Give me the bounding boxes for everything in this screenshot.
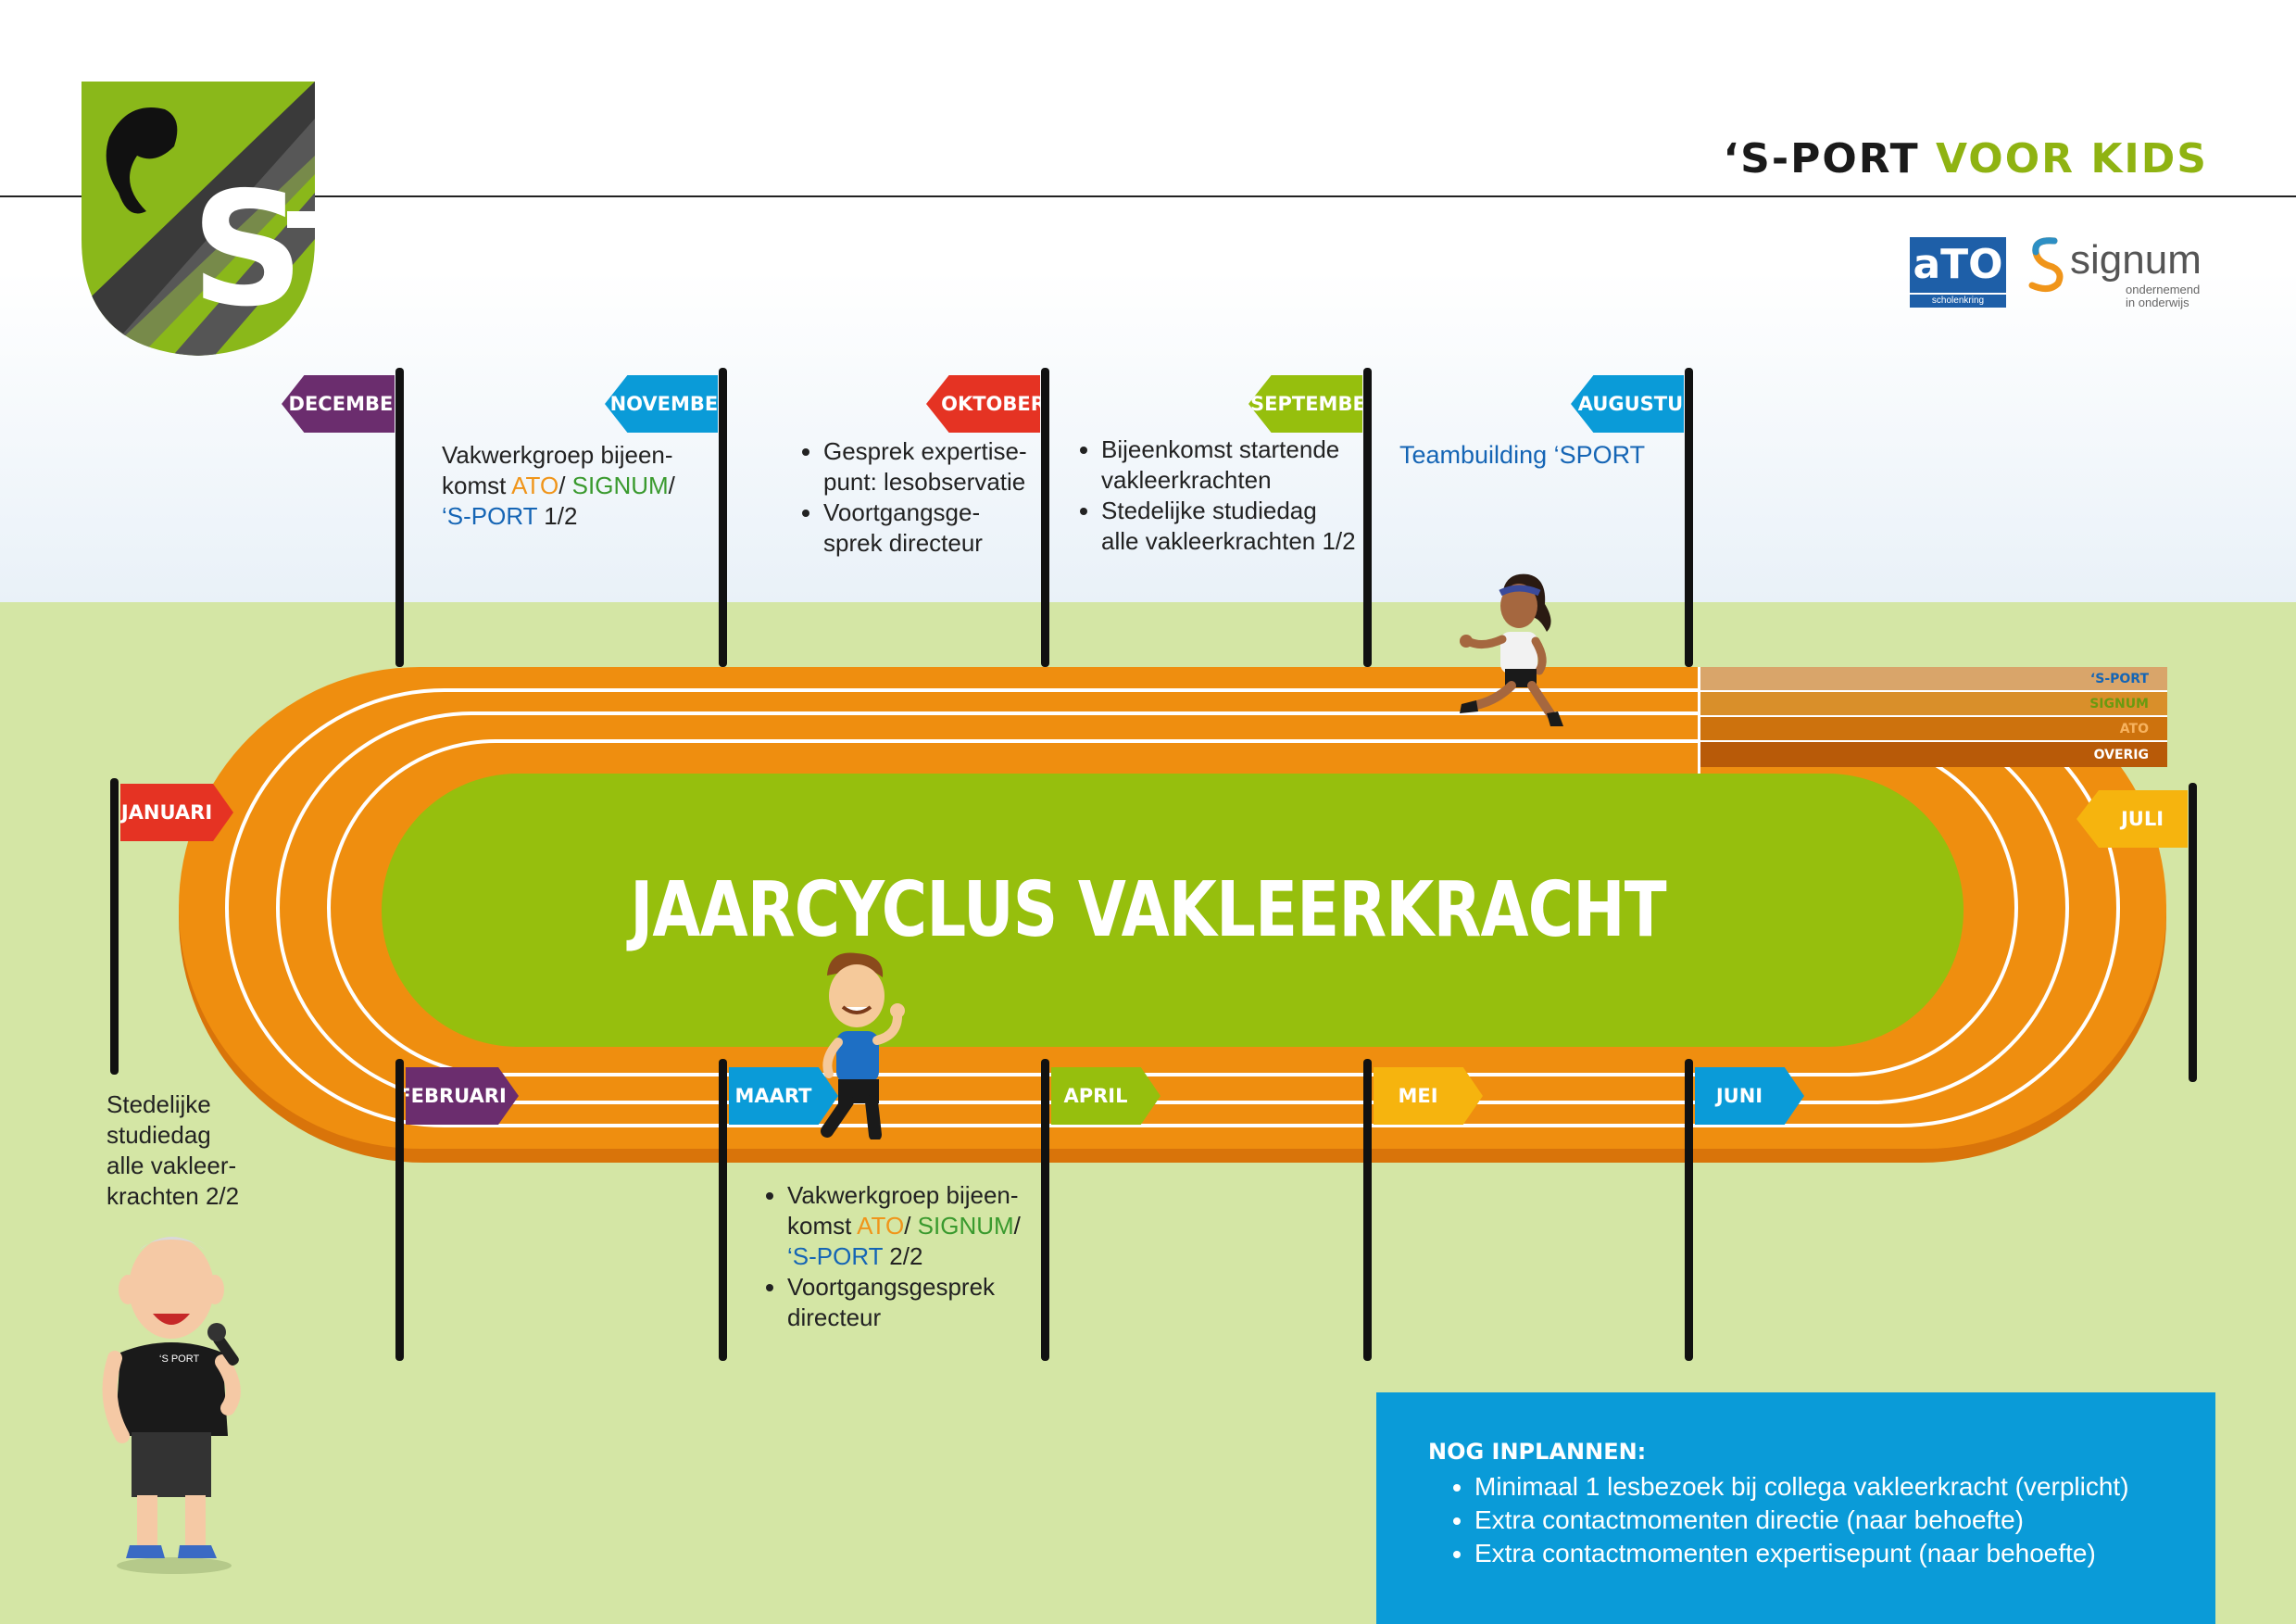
coach-illustration: ‘S PORT	[102, 1237, 241, 1574]
infield	[382, 774, 1964, 1047]
to-schedule-box: NOG INPLANNEN: Minimaal 1 lesbezoek bij …	[1376, 1392, 2215, 1624]
note-oktober-item: Voortgangsge-sprek directeur	[823, 497, 1044, 559]
pole-augustus	[1685, 368, 1693, 667]
pole-maart	[719, 1059, 727, 1361]
flag-november: NOVEMBER	[605, 375, 718, 433]
to-schedule-item: Extra contactmomenten directie (naar beh…	[1474, 1504, 2178, 1537]
legend-overig: OVERIG	[1700, 742, 2167, 767]
flag-april: APRIL	[1051, 1067, 1161, 1125]
note-januari: Stedelijke studiedag alle vakleer- krach…	[107, 1090, 240, 1210]
flag-maart: MAART	[729, 1067, 838, 1125]
flag-juni: JUNI	[1695, 1067, 1804, 1125]
to-schedule-item: Minimaal 1 lesbezoek bij collega vakleer…	[1474, 1470, 2178, 1504]
flag-augustus: AUGUSTUS	[1571, 375, 1684, 433]
lane-line-2	[276, 711, 2069, 1104]
ato-logo: aTO scholenkring	[1910, 237, 2006, 308]
note-oktober: Gesprek expertise-punt: lesobservatie Vo…	[794, 436, 1044, 559]
pole-december	[395, 368, 404, 667]
dragon-icon	[106, 107, 178, 214]
note-maart-item: Vakwerkgroep bijeen-komst ATO/ SIGNUM/‘S…	[787, 1180, 1054, 1272]
flag-januari: JANUARI	[120, 784, 233, 841]
flag-september: SEPTEMBER	[1248, 375, 1362, 433]
pole-november	[719, 368, 727, 667]
signum-s-icon	[2028, 237, 2064, 292]
svg-text:S: S	[191, 158, 304, 342]
note-oktober-item: Gesprek expertise-punt: lesobservatie	[823, 436, 1044, 497]
legend-ato: ATO	[1700, 717, 2167, 742]
main-title: JAARCYCLUS VAKLEERKRACHT	[630, 866, 1666, 954]
brand-title: ‘S-PORT VOOR KIDS	[1723, 135, 2208, 183]
to-schedule-item: Extra contactmomenten expertisepunt (naa…	[1474, 1537, 2178, 1570]
to-schedule-title: NOG INPLANNEN:	[1428, 1439, 1647, 1465]
flag-februari: FEBRUARI	[406, 1067, 519, 1125]
note-augustus: Teambuilding ‘SPORT	[1399, 441, 1646, 469]
runner-boy-illustration	[821, 952, 905, 1139]
header-divider	[0, 195, 2296, 197]
sport-crest-logo: S	[82, 82, 315, 356]
note-november: Vakwerkgroep bijeen- komst ATO/ SIGNUM/ …	[442, 441, 675, 530]
start-line	[1698, 667, 1700, 774]
lane-line-1	[225, 688, 2120, 1127]
signum-wordmark: signum	[2070, 237, 2202, 283]
legend-sport: ‘S-PORT	[1700, 667, 2167, 692]
svg-text:‘S PORT: ‘S PORT	[159, 1353, 199, 1365]
legend-signum: SIGNUM	[1700, 692, 2167, 717]
pole-april	[1041, 1059, 1049, 1361]
microphone-icon	[213, 1333, 239, 1366]
flag-december: DECEMBER	[282, 375, 395, 433]
pole-juni	[1685, 1059, 1693, 1361]
lane-line-3	[327, 739, 2018, 1076]
pole-september	[1363, 368, 1372, 667]
pole-mei	[1363, 1059, 1372, 1361]
pole-oktober	[1041, 368, 1049, 667]
flag-oktober: OKTOBER	[926, 375, 1040, 433]
flag-mei: MEI	[1374, 1067, 1483, 1125]
runner-girl-illustration	[1460, 573, 1563, 726]
flag-juli: JULI	[2076, 790, 2188, 848]
note-maart: Vakwerkgroep bijeen-komst ATO/ SIGNUM/‘S…	[758, 1180, 1054, 1333]
pole-februari	[395, 1059, 404, 1361]
pole-januari	[110, 778, 119, 1075]
pole-juli	[2189, 783, 2197, 1082]
